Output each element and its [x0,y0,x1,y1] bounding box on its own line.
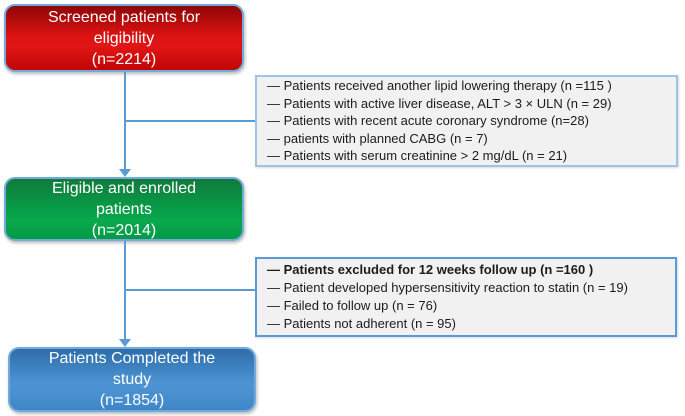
connector-to-screening-exclusions [125,120,255,122]
arrow-down-icon [119,169,131,177]
exclusion-item: — patients with planned CABG (n = 7) [267,130,488,146]
exclusion-item-header: — Patients excluded for 12 weeks follow … [267,262,594,277]
screened-count: (n=2214) [91,50,157,68]
completed-patients-box: Patients Completed the study (n=1854) [8,347,256,412]
arrow-down-icon [119,339,131,347]
exclusion-item: — Patients with serum creatinine > 2 mg/… [267,148,568,164]
connector-to-followup-exclusions [125,289,255,291]
screened-line-2: eligibility [93,29,155,47]
exclusion-item: — Patient developed hypersensitivity rea… [267,280,628,295]
exclusion-item: — Patients with recent acute coronary sy… [267,113,589,129]
screening-exclusions-box: — Patients received another lipid loweri… [255,75,678,167]
enrolled-line-2: patients [95,200,153,218]
exclusion-item: — Patients received another lipid loweri… [267,78,612,94]
enrolled-patients-box: Eligible and enrolled patients (n=2014) [4,177,244,241]
completed-line-2: study [112,371,152,388]
completed-line-1: Patients Completed the [48,350,216,367]
completed-count: (n=1854) [99,392,165,409]
exclusion-item: — Patients not adherent (n = 95) [267,316,456,331]
enrolled-line-1: Eligible and enrolled [51,179,197,197]
screened-line-1: Screened patients for [47,8,201,26]
exclusion-item: — Patients with active liver disease, AL… [267,95,612,111]
followup-exclusions-box: — Patients excluded for 12 weeks follow … [255,257,677,337]
enrolled-count: (n=2014) [91,221,157,239]
screened-patients-box: Screened patients for eligibility (n=221… [4,4,244,72]
connector-enrolled-to-completed [124,241,126,341]
exclusion-item: — Failed to follow up (n = 76) [267,298,438,313]
